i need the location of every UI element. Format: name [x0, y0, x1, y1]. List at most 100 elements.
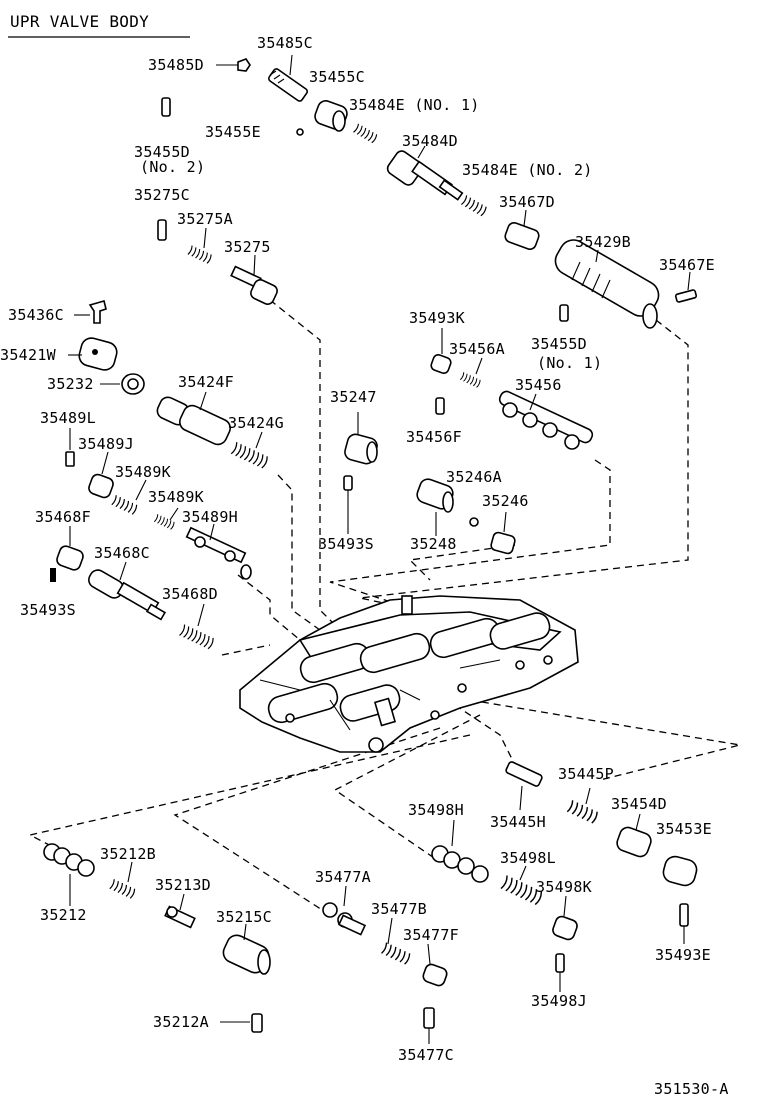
part-35213D: [164, 893, 196, 929]
part-35489J: [88, 451, 114, 499]
part-35248: [416, 478, 454, 536]
part-35498H: [431, 819, 489, 883]
label-35424F: 35424F: [178, 373, 234, 391]
label-35455D-no2: 35455D: [134, 143, 190, 161]
label-35454D: 35454D: [611, 795, 667, 813]
label-35467D: 35467D: [499, 193, 555, 211]
part-35436C: [74, 300, 107, 324]
part-35489K-b: [153, 507, 179, 531]
part-35489K-a: [111, 479, 147, 516]
part-35493E: [679, 903, 689, 944]
part-35485D: [216, 58, 251, 72]
label-35493S-left: 35493S: [20, 601, 76, 619]
part-35455E: [296, 128, 304, 136]
label-35489H: 35489H: [182, 508, 238, 526]
part-35489L: [65, 428, 75, 467]
label-35456A: 35456A: [449, 340, 505, 358]
diagram-title: UPR VALVE BODY: [10, 12, 150, 31]
figure-number: 351530-A: [654, 1080, 729, 1098]
part-35467D: [504, 209, 540, 250]
part-35484D: [386, 145, 464, 201]
label-35246: 35246: [482, 492, 529, 510]
part-35498J: [555, 953, 565, 992]
part-35445P: [566, 787, 600, 825]
label-35489K-a: 35489K: [115, 463, 171, 481]
part-35275A: [187, 227, 213, 265]
label-35429B: 35429B: [575, 233, 631, 251]
label-35455C: 35455C: [309, 68, 365, 86]
label-35468D: 35468D: [162, 585, 218, 603]
part-35455C: [314, 100, 348, 132]
label-35477C: 35477C: [398, 1046, 454, 1064]
label-35467E: 35467E: [659, 256, 715, 274]
part-35445H: [505, 761, 543, 811]
label-35453E: 35453E: [656, 820, 712, 838]
label-35485D: 35485D: [148, 56, 204, 74]
part-35212A: [220, 1013, 263, 1033]
part-35275C: [157, 219, 167, 241]
label-35489L: 35489L: [40, 409, 96, 427]
label-35468F: 35468F: [35, 508, 91, 526]
part-35468C: [88, 561, 167, 621]
part-35246: [490, 511, 516, 555]
part-35212B: [109, 861, 137, 900]
label-35215C: 35215C: [216, 908, 272, 926]
part-35477F: [422, 943, 448, 987]
part-35493K: [430, 328, 452, 374]
label-35477A: 35477A: [315, 868, 371, 886]
part-35455D-no1: [559, 304, 569, 322]
part-35498K: [552, 895, 578, 941]
label-35484E-no2: 35484E (NO. 2): [462, 161, 593, 179]
label-35424G: 35424G: [228, 414, 284, 432]
label-35498L: 35498L: [500, 849, 556, 867]
label-35493E: 35493E: [655, 946, 711, 964]
part-35421W: [68, 337, 118, 371]
part-35468D: [178, 603, 216, 650]
part-35429B: [554, 239, 660, 329]
part-35484E-no2: [460, 194, 488, 217]
part-35493S-mid: [343, 475, 353, 534]
label-35247: 35247: [330, 388, 377, 406]
label-35489K-b: 35489K: [148, 488, 204, 506]
label-35477B: 35477B: [371, 900, 427, 918]
label-35445H: 35445H: [490, 813, 546, 831]
label-35436C: 35436C: [8, 306, 64, 324]
label-35445P: 35445P: [558, 765, 614, 783]
part-35456A: [459, 357, 483, 389]
label-35493K: 35493K: [409, 309, 465, 327]
label-35468C: 35468C: [94, 544, 150, 562]
label-35455D-no2-sub: (No. 2): [140, 158, 206, 176]
part-35455D-no2: [161, 97, 171, 117]
part-35484E-no1: [352, 123, 379, 144]
label-35489J: 35489J: [78, 435, 134, 453]
part-35477A: [322, 885, 367, 936]
label-35477F: 35477F: [403, 926, 459, 944]
label-35484D: 35484D: [402, 132, 458, 150]
part-35456F: [435, 397, 445, 415]
part-35424G: [230, 431, 270, 470]
label-35213D: 35213D: [155, 876, 211, 894]
label-35493S-mid: 35493S: [318, 535, 374, 553]
valve-body-housing: [239, 595, 579, 753]
label-35246A: 35246A: [446, 468, 502, 486]
label-35212: 35212: [40, 906, 87, 924]
part-35477B: [380, 917, 412, 966]
part-35212: [43, 843, 95, 906]
part-35454D: [616, 813, 652, 858]
part-35247: [344, 412, 378, 465]
part-35424F: [156, 391, 231, 446]
part-35453E: [662, 855, 698, 887]
label-35498K: 35498K: [536, 878, 592, 896]
label-35212B: 35212B: [100, 845, 156, 863]
label-35484E-no1: 35484E (NO. 1): [349, 96, 480, 114]
label-35275C: 35275C: [134, 186, 190, 204]
label-35248: 35248: [410, 535, 457, 553]
label-35455D-no1-sub: (No. 1): [537, 354, 603, 372]
part-35493S-left: [50, 568, 56, 582]
label-35498H: 35498H: [408, 801, 464, 819]
label-35456F: 35456F: [406, 428, 462, 446]
part-35467E: [674, 271, 698, 303]
part-35498L: [500, 865, 544, 906]
